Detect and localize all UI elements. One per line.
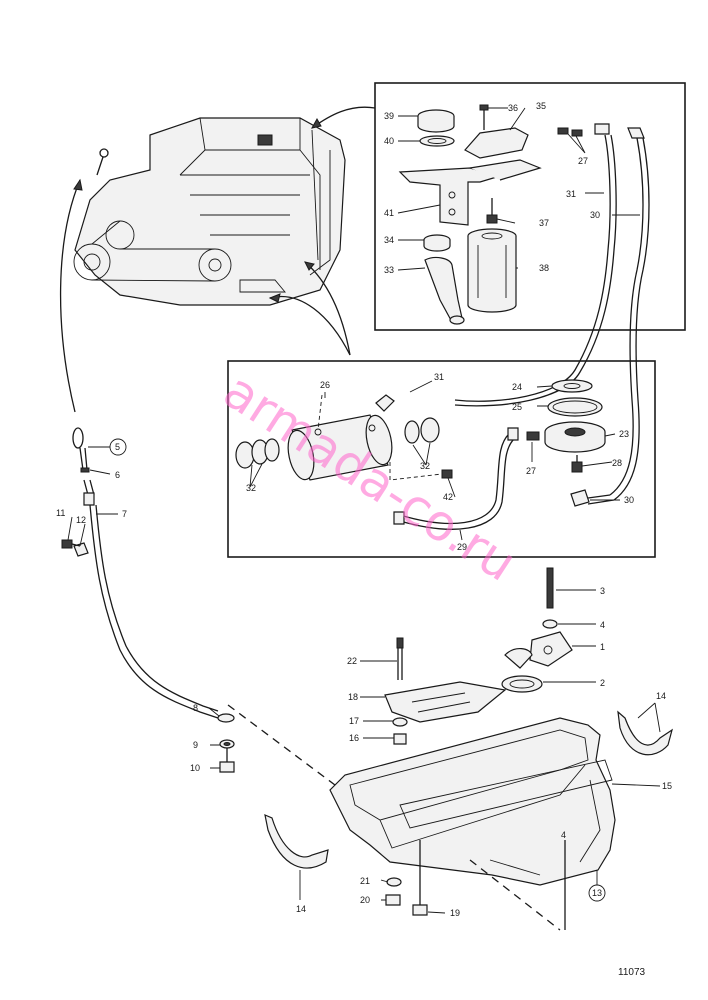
callout-28: 28 — [612, 458, 622, 468]
callout-7: 7 — [122, 509, 127, 519]
callout-23: 23 — [619, 429, 629, 439]
callout-27-cooler: 27 — [526, 466, 536, 476]
watermark: armada-co.ru — [213, 361, 526, 592]
callout-36: 36 — [508, 103, 518, 113]
callout-19: 19 — [450, 908, 460, 918]
callout-labels: 39 40 36 35 27 31 30 41 37 34 33 38 26 3… — [56, 101, 672, 918]
callout-9: 9 — [193, 740, 198, 750]
callout-29: 29 — [457, 542, 467, 552]
dipstick-assembly — [61, 427, 235, 773]
drawing-number: 11073 — [618, 967, 646, 978]
oil-pump-parts — [501, 567, 596, 693]
callout-13: 13 — [592, 888, 602, 898]
callout-4: 4 — [600, 620, 605, 630]
callout-38: 38 — [539, 263, 549, 273]
callout-4-pan: 4 — [561, 830, 566, 840]
callout-37: 37 — [539, 218, 549, 228]
callout-3: 3 — [600, 586, 605, 596]
callout-12: 12 — [76, 515, 86, 525]
callout-8: 8 — [193, 703, 198, 713]
reference-arrows — [59, 106, 376, 413]
engine-block — [73, 117, 346, 306]
callout-15: 15 — [662, 781, 672, 791]
callout-35: 35 — [536, 101, 546, 111]
callout-16: 16 — [349, 733, 359, 743]
filter-detail-box — [374, 82, 686, 501]
callout-32-left: 32 — [246, 483, 256, 493]
callout-2: 2 — [600, 678, 605, 688]
callout-31-cooler: 31 — [434, 372, 444, 382]
callout-42: 42 — [443, 492, 453, 502]
baffle-plate — [360, 637, 507, 745]
callout-32-right: 32 — [420, 461, 430, 471]
callout-6: 6 — [115, 470, 120, 480]
callout-33: 33 — [384, 265, 394, 275]
oil-pan — [227, 702, 673, 931]
callout-34: 34 — [384, 235, 394, 245]
callout-10: 10 — [190, 763, 200, 773]
callout-41: 41 — [384, 208, 394, 218]
callout-22: 22 — [347, 656, 357, 666]
callout-30: 30 — [590, 210, 600, 220]
callout-40: 40 — [384, 136, 394, 146]
oil-cooler-box — [227, 360, 656, 558]
callout-5: 5 — [115, 442, 120, 452]
callout-14-right: 14 — [656, 691, 666, 701]
callout-26: 26 — [320, 380, 330, 390]
callout-24: 24 — [512, 382, 522, 392]
callout-14-left: 14 — [296, 904, 306, 914]
callout-27: 27 — [578, 156, 588, 166]
callout-25: 25 — [512, 402, 522, 412]
callout-1: 1 — [600, 642, 605, 652]
callout-21: 21 — [360, 876, 370, 886]
callout-30-cooler: 30 — [624, 495, 634, 505]
callout-18: 18 — [348, 692, 358, 702]
callout-11: 11 — [56, 508, 65, 518]
callout-39: 39 — [384, 111, 394, 121]
callout-31: 31 — [566, 189, 576, 199]
callout-17: 17 — [349, 716, 359, 726]
callout-20: 20 — [360, 895, 370, 905]
